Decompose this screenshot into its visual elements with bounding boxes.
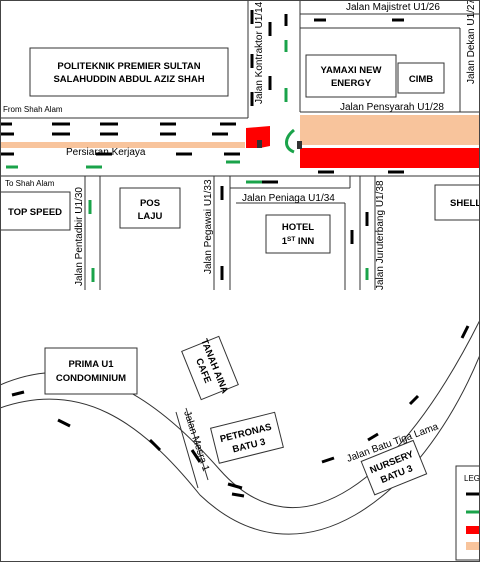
svg-text:TOP SPEED: TOP SPEED	[8, 207, 62, 218]
svg-text:CONDOMINIUM: CONDOMINIUM	[56, 373, 126, 384]
svg-text:1ST INN: 1ST INN	[282, 236, 315, 247]
label-jalan-peniaga: Jalan Peniaga U1/34	[242, 193, 335, 204]
building-hotel-1st-inn: HOTEL 1ST INN	[265, 214, 331, 254]
svg-text:CIMB: CIMB	[409, 74, 433, 85]
label-jalan-juruterbang: Jalan Juruterbang U1/38	[375, 180, 386, 290]
label-persiaran-kerjaya: Persiaran Kerjaya	[66, 147, 146, 158]
svg-text:ENERGY: ENERGY	[331, 78, 372, 89]
label-jalan-kontraktor: Jalan Kontraktor U1/14	[254, 1, 265, 104]
label-from-shah-alam: From Shah Alam	[3, 105, 63, 114]
svg-text:POS: POS	[140, 198, 160, 209]
legend-title: LEG	[464, 474, 480, 483]
label-jalan-pegawai: Jalan Pegawai U1/33	[203, 179, 214, 274]
svg-text:YAMAXI NEW: YAMAXI NEW	[321, 65, 382, 76]
traffic-light-icon	[297, 141, 302, 149]
congestion-zones	[0, 115, 480, 168]
label-to-shah-alam: To Shah Alam	[5, 179, 55, 188]
label-jalan-mesra: Jalan Mesra 1	[181, 410, 211, 474]
building-politeknik: POLITEKNIK PREMIER SULTAN SALAHUDDIN ABD…	[29, 47, 229, 97]
building-shell: SHELL	[434, 184, 480, 221]
building-petronas: PETRONAS BATU 3	[209, 411, 284, 464]
label-jalan-majistret: Jalan Majistret U1/26	[346, 2, 440, 13]
building-cimb: CIMB	[397, 62, 445, 94]
label-jalan-dekan: Jalan Dekan U1/27	[466, 0, 477, 84]
building-nursery: NURSERY BATU 3	[360, 439, 428, 496]
svg-text:LAJU: LAJU	[138, 211, 163, 222]
traffic-arrows	[0, 10, 470, 498]
legend-peach-swatch	[466, 542, 480, 550]
peach-zone-right	[300, 115, 480, 145]
svg-text:SALAHUDDIN ABDUL AZIZ SHAH: SALAHUDDIN ABDUL AZIZ SHAH	[53, 74, 204, 85]
legend-red-swatch	[466, 526, 480, 534]
building-prima-u1: PRIMA U1 CONDOMINIUM	[44, 347, 138, 395]
svg-text:POLITEKNIK PREMIER SULTAN: POLITEKNIK PREMIER SULTAN	[57, 61, 200, 72]
label-jalan-pentadbir: Jalan Pentadbir U1/30	[74, 187, 85, 286]
svg-text:SHELL: SHELL	[450, 198, 480, 209]
building-tanah-aina: TANAH AINA CAFE	[181, 335, 239, 401]
label-jalan-pensyarah: Jalan Pensyarah U1/28	[340, 102, 444, 113]
u-turn-arrow-icon	[285, 128, 295, 154]
svg-text:HOTEL: HOTEL	[282, 222, 314, 233]
legend: LEG	[455, 465, 480, 561]
building-yamaxi: YAMAXI NEW ENERGY	[305, 54, 397, 98]
building-pos-laju: POS LAJU	[119, 187, 181, 229]
building-top-speed: TOP SPEED	[0, 191, 71, 231]
traffic-light-icon	[257, 140, 262, 148]
traffic-light-icons	[257, 140, 302, 149]
svg-text:PRIMA U1: PRIMA U1	[68, 359, 114, 370]
red-zone-right	[300, 148, 480, 168]
peach-zone-left	[0, 142, 245, 148]
red-zone-left	[246, 126, 270, 148]
